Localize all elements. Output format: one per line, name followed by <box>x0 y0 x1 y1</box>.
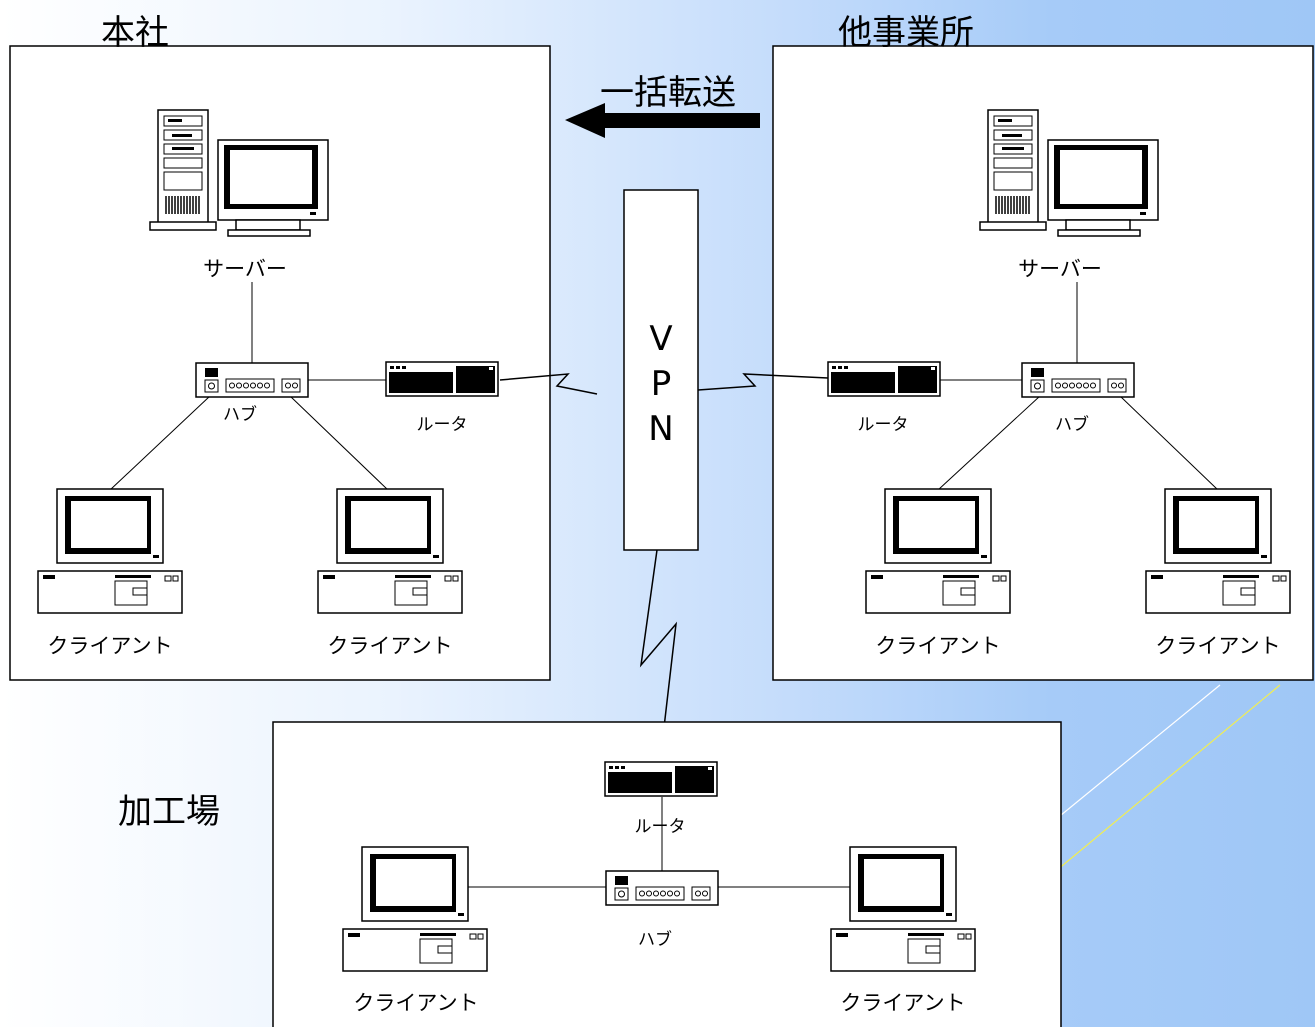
background-decoration <box>1044 684 1281 881</box>
factory-client-label-2: クライアント <box>840 991 965 1015</box>
vpn: V P N <box>623 189 699 763</box>
arrow-left-icon <box>565 103 760 138</box>
client-pc-icon <box>317 488 463 614</box>
head-office-server-label: サーバー <box>203 257 287 281</box>
client-pc-icon <box>830 846 976 972</box>
site-factory: 加工場 ルータ ハブ クライアント クライアント <box>118 721 1062 1027</box>
vpn-letter-n: N <box>648 409 673 449</box>
client-pc-icon <box>865 488 1011 614</box>
router-icon <box>385 361 499 397</box>
factory-title: 加工場 <box>118 792 220 832</box>
other-office-client-label-1: クライアント <box>875 634 1000 658</box>
bulk-transfer-label: 一括転送 <box>600 73 736 113</box>
client-pc-icon <box>37 488 183 614</box>
factory-client-label-1: クライアント <box>353 991 478 1015</box>
vpn-box <box>623 189 699 551</box>
site-other-office: 他事業所 サーバー ハブ ルータ クライアント クライアント <box>697 13 1314 681</box>
head-office-client-label-2: クライアント <box>327 634 452 658</box>
head-office-router-label: ルータ <box>417 415 468 435</box>
other-office-hub-label: ハブ <box>1055 414 1089 435</box>
other-office-client-label-2: クライアント <box>1155 634 1280 658</box>
bulk-transfer: 一括転送 <box>565 73 760 138</box>
site-head-office: 本社 サーバー ハブ ルータ クライアント クライアント <box>9 13 598 681</box>
factory-hub-label: ハブ <box>638 929 672 950</box>
hub-icon <box>1021 362 1135 398</box>
hub-icon <box>605 870 719 906</box>
client-pc-icon <box>1145 488 1291 614</box>
head-office-client-label-1: クライアント <box>47 634 172 658</box>
client-pc-icon <box>342 846 488 972</box>
other-office-server-label: サーバー <box>1018 257 1102 281</box>
router-icon <box>827 361 941 397</box>
factory-router-label: ルータ <box>635 817 686 837</box>
router-icon <box>604 761 718 797</box>
head-office-hub-label: ハブ <box>223 404 257 425</box>
head-office-title: 本社 <box>101 13 169 53</box>
hub-icon <box>195 362 309 398</box>
vpn-letter-p: P <box>651 364 672 404</box>
other-office-router-label: ルータ <box>858 415 909 435</box>
vpn-letter-v: V <box>649 319 672 359</box>
other-office-title: 他事業所 <box>838 13 974 53</box>
